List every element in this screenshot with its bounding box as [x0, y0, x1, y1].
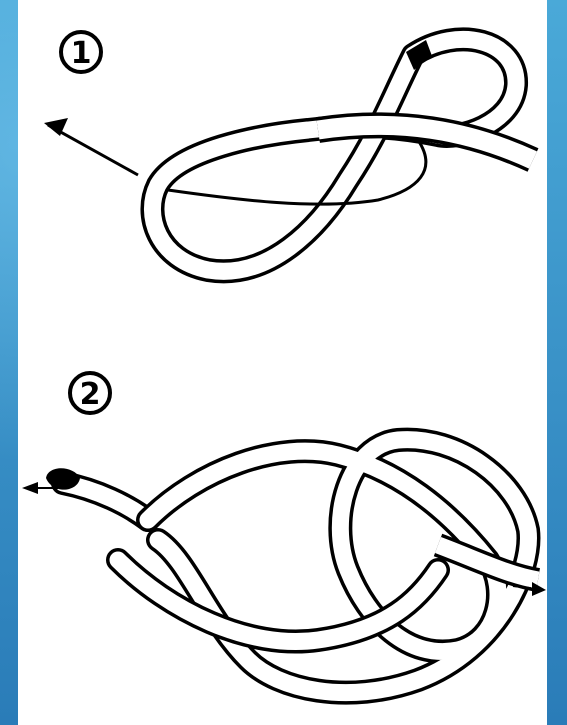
step-1-number: 1 — [71, 36, 92, 71]
step-1-number-badge: 1 — [61, 32, 101, 72]
rope-2-left-end — [63, 483, 148, 520]
knot-illustration-panel: 1 2 — [18, 0, 547, 725]
step-2-number: 2 — [80, 377, 101, 412]
step-2-number-badge: 2 — [70, 373, 110, 413]
knot-diagram: 1 2 — [18, 0, 547, 725]
rope-2-right-arrowhead-icon — [532, 582, 546, 596]
step-1-figure: 1 — [44, 32, 533, 271]
rope-2-left-arrowhead-icon — [22, 482, 38, 494]
step-2-figure: 2 — [22, 373, 546, 693]
rope-1-body — [152, 39, 516, 271]
